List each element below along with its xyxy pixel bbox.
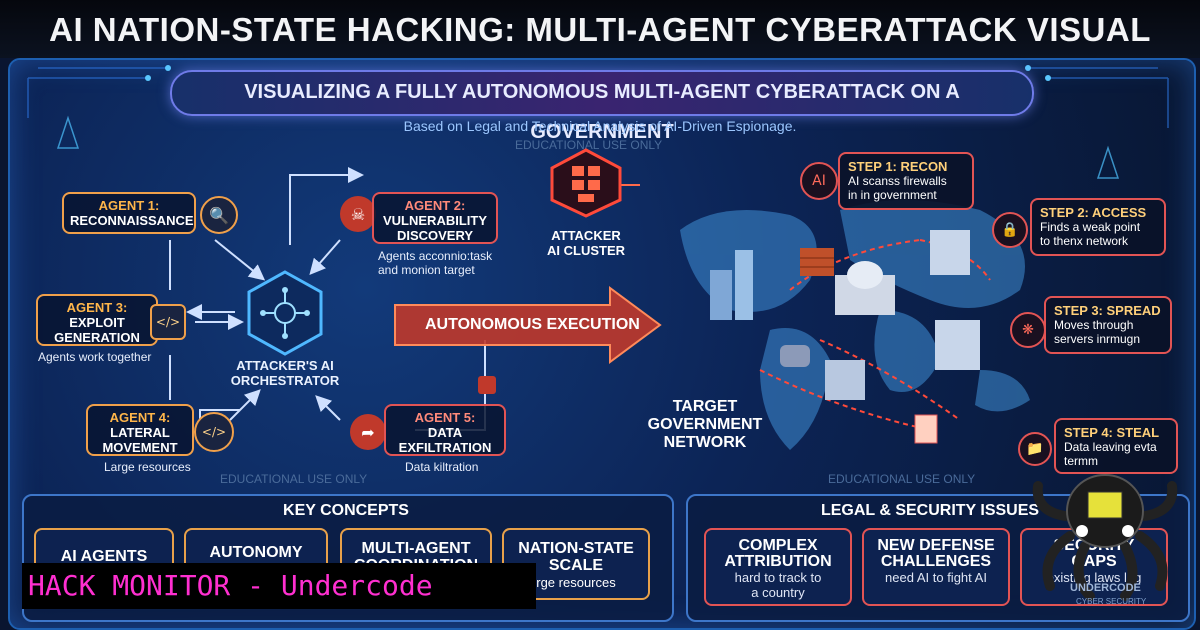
- step-4-card: STEP 4: STEAL Data leaving evta termm: [1054, 418, 1178, 474]
- cluster-hex-icon: [550, 148, 622, 218]
- subtitle: Based on Legal and Technical Analysis of…: [403, 118, 797, 134]
- chart-up-icon: [478, 376, 496, 394]
- step-3-card: STEP 3: SPREAD Moves through servers inr…: [1044, 296, 1172, 354]
- agent-1-card: AGENT 1: RECONNAISSANCE: [62, 192, 196, 234]
- execution-label: AUTONOMOUS EXECUTION: [425, 316, 640, 333]
- edu-notice-left: EDUCATIONAL USE ONLY: [220, 472, 368, 486]
- legal-card-attribution: COMPLEX ATTRIBUTION hard to track to a c…: [704, 528, 852, 606]
- agent-4-caption: Large resources: [104, 460, 191, 474]
- key-concepts-title: KEY CONCEPTS: [283, 502, 409, 519]
- legal-issues-title: LEGAL & SECURITY ISSUES: [820, 502, 1040, 519]
- magnifier-icon: 🔍: [200, 196, 238, 234]
- page-title: AI NATION-STATE HACKING: MULTI-AGENT CYB…: [0, 0, 1200, 108]
- step-1-card: STEP 1: RECON AI scanss firewalls in in …: [838, 152, 974, 210]
- agent-3-caption: Agents work together: [38, 350, 152, 364]
- agent-2-card: AGENT 2: VULNERABILITY DISCOVERY: [372, 192, 498, 244]
- orchestrator-label: ATTACKER'S AI ORCHESTRATOR: [230, 358, 340, 388]
- logo-text: UNDERCODE: [1070, 582, 1141, 594]
- edu-notice-top: EDUCATIONAL USE ONLY: [515, 138, 663, 152]
- agent-2-caption: Agents acconnio:task and monion target: [378, 249, 493, 277]
- agent-5-card: AGENT 5: DATA EXFILTRATION: [384, 404, 506, 456]
- undercode-octopus-logo: [1032, 474, 1178, 601]
- circuit-decoration: [27, 65, 1169, 179]
- agent-4-card: AGENT 4: LATERAL MOVEMENT: [86, 404, 194, 456]
- edu-notice-right: EDUCATIONAL USE ONLY: [828, 472, 976, 486]
- agent-5-caption: Data kiltration: [405, 460, 479, 474]
- target-label: TARGET GOVERNMENT NETWORK: [647, 398, 763, 451]
- world-map: [680, 200, 1030, 450]
- ai-scan-icon: AI: [800, 162, 838, 200]
- banner-heading: VISUALIZING A FULLY AUTONOMOUS MULTI-AGE…: [170, 70, 1034, 143]
- step-2-card: STEP 2: ACCESS Finds a weak point to the…: [1030, 198, 1166, 256]
- code-icon: </>: [150, 304, 186, 340]
- code-brackets-icon: </>: [194, 412, 234, 452]
- agent-3-card: AGENT 3: EXPLOIT GENERATION: [36, 294, 158, 346]
- cluster-label: ATTACKER AI CLUSTER: [547, 228, 625, 258]
- lock-icon: 🔒: [992, 212, 1028, 248]
- hack-monitor-watermark: HACK MONITOR - Undercode: [22, 563, 536, 609]
- share-arrow-icon: ➦: [350, 414, 386, 450]
- orchestrator-hex-icon: [247, 270, 323, 356]
- logo-subtext: CYBER SECURITY: [1076, 597, 1147, 606]
- skull-icon: ☠: [340, 196, 376, 232]
- legal-card-defense: NEW DEFENSE CHALLENGES need AI to fight …: [862, 528, 1010, 606]
- bug-icon: ❋: [1010, 312, 1046, 348]
- folder-icon: 📁: [1018, 432, 1052, 466]
